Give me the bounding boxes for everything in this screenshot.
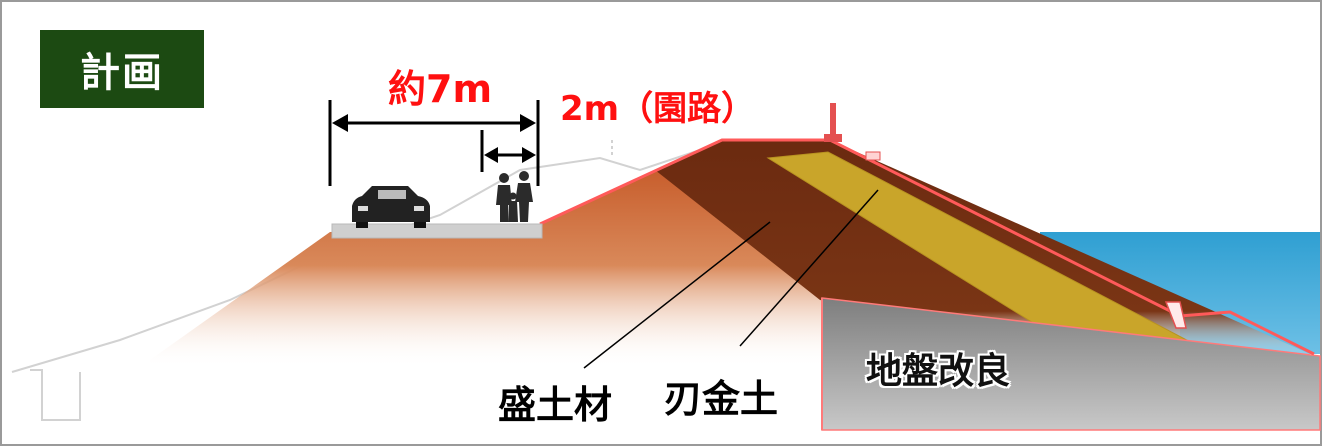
levee-outline bbox=[539, 138, 1315, 356]
existing-footing-outline bbox=[30, 369, 81, 421]
crest-marker bbox=[865, 151, 881, 161]
path-width-dimension bbox=[480, 130, 536, 172]
existing-embankment-outline bbox=[11, 149, 701, 373]
car-icon bbox=[352, 186, 430, 228]
plan-badge: 計画 bbox=[40, 30, 204, 108]
fill-material-leader bbox=[583, 221, 771, 369]
ground-improvement-label: 地盤改良 bbox=[866, 351, 1011, 392]
clay-leader bbox=[739, 189, 879, 347]
path-width-label: 2m（園路） bbox=[560, 89, 756, 129]
toe-wall bbox=[1164, 301, 1187, 329]
road-width-label: 約7m bbox=[388, 67, 493, 111]
crest-post-base bbox=[824, 134, 842, 142]
crest-post bbox=[830, 103, 836, 140]
pedestrians-icon bbox=[496, 171, 533, 222]
road-surface bbox=[331, 223, 543, 239]
clay-label: 刃金土 bbox=[664, 377, 779, 421]
plan-badge-label: 計画 bbox=[80, 50, 164, 96]
fill-material-label: 盛土材 bbox=[498, 383, 613, 427]
road-width-dimension bbox=[328, 100, 540, 186]
